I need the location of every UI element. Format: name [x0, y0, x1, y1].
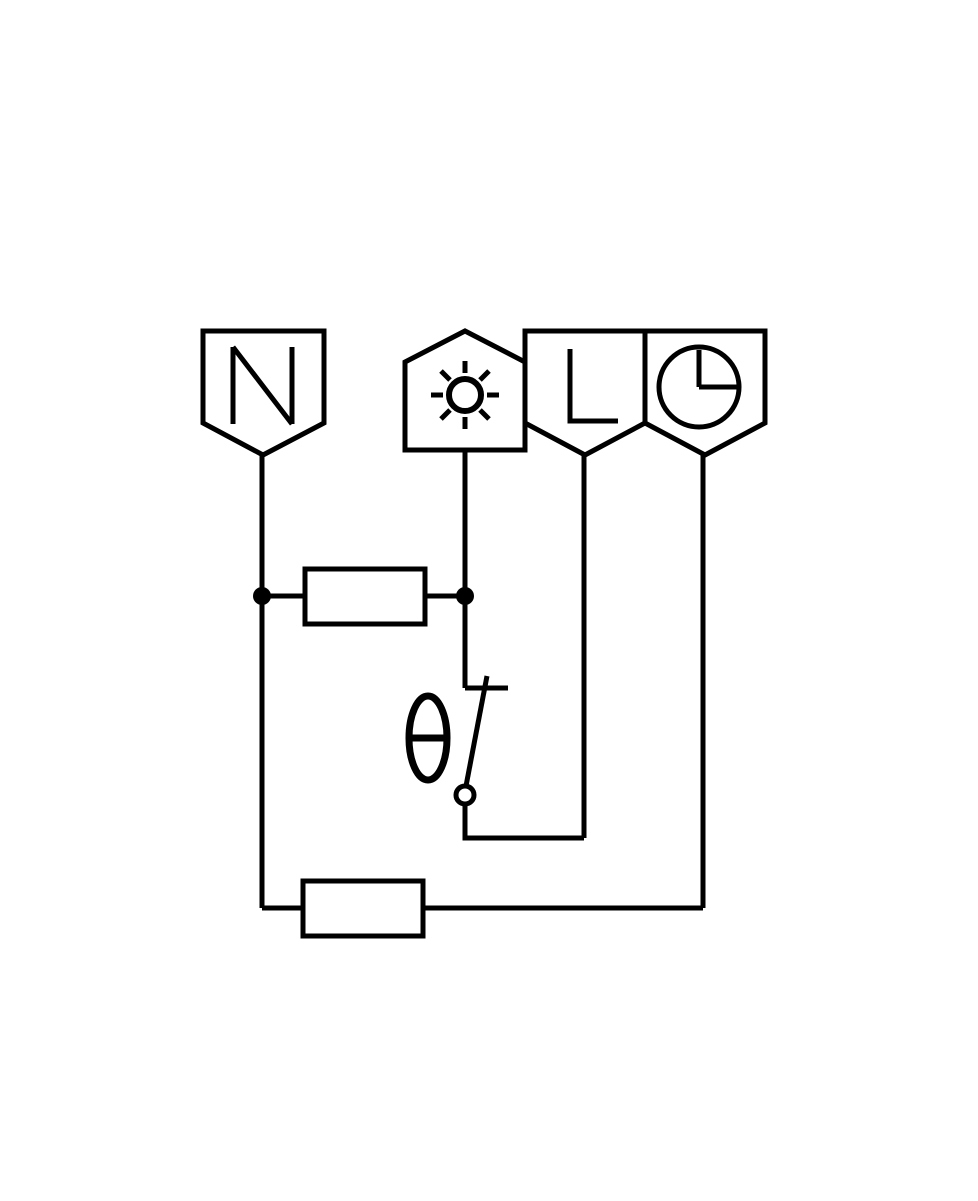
resistor-lower[interactable] [262, 878, 703, 939]
live-shield-outline [522, 328, 648, 458]
theta-icon [405, 692, 451, 784]
neutral-shield-outline [200, 328, 327, 458]
letter-n-icon [230, 345, 295, 426]
resistor-upper-body [302, 566, 428, 627]
switch-blade[interactable] [463, 675, 490, 787]
resistor-upper[interactable] [262, 566, 465, 627]
switch-pivot-terminal [453, 783, 477, 807]
junction-neutral-resistor [253, 587, 271, 605]
terminal-neutral[interactable] [200, 328, 327, 596]
junction-light-switch [456, 587, 474, 605]
wire-switch-to-live [462, 804, 584, 841]
resistor-lower-body [300, 878, 426, 939]
timer-shield-outline [642, 328, 768, 458]
terminal-live[interactable] [522, 328, 648, 838]
clock-icon [656, 344, 742, 430]
terminal-light[interactable] [402, 328, 528, 688]
terminal-timer[interactable] [642, 328, 768, 908]
letter-l-icon [567, 349, 618, 424]
thermostat-switch[interactable] [405, 675, 584, 841]
sun-icon [431, 361, 499, 429]
light-house-outline [402, 328, 528, 453]
